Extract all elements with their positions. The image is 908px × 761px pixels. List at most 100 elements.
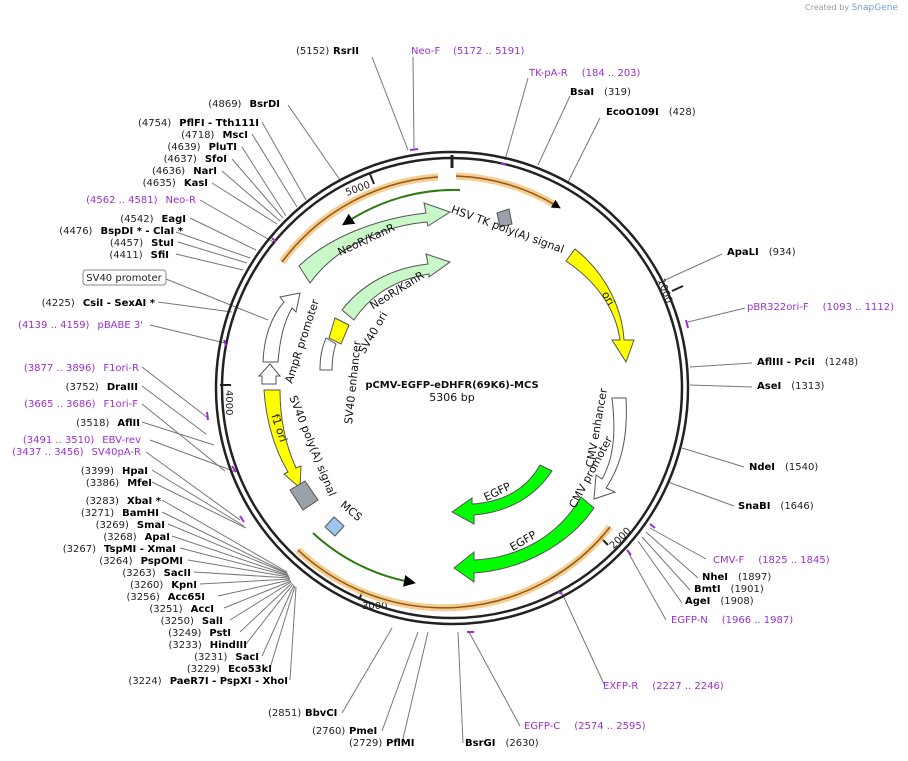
primer-range-tk-pa-r: (184 .. 203) — [582, 68, 641, 79]
enzyme-ndei: NdeI — [749, 462, 775, 473]
neo-kanr-outer-arrow — [298, 202, 452, 284]
primer-neo-f: Neo-F — [411, 46, 441, 57]
primer-pbabe-3: pBABE 3' — [97, 320, 143, 331]
primer-range-f1ori-r: (3877 .. 3896) — [24, 363, 96, 374]
enzyme-pspomi: PspOMI — [141, 556, 183, 567]
cmv-arrow — [593, 397, 627, 500]
neo-kanr-inner-arrow — [341, 253, 452, 321]
enzyme-rsrii: RsrII — [333, 46, 359, 57]
enzyme-pos-agei: (1908) — [720, 596, 753, 607]
primer-range-sv40pa-r: (3437 .. 3456) — [12, 447, 84, 458]
enzyme-pos-ecoo109i: (428) — [669, 107, 696, 118]
sv40-polya-box — [289, 480, 319, 511]
enzyme-apali: ApaLI — [727, 247, 759, 258]
enzyme-sali: SalI — [202, 616, 223, 627]
enzyme-pos-psti: (3249) — [168, 628, 201, 639]
enzyme-ecoo109i: EcoO109I — [606, 107, 659, 118]
snapgene-credit: Created by SnapGene — [805, 3, 898, 13]
ori-arrow — [565, 248, 635, 364]
primer-range-ebv-rev: (3491 .. 3510) — [23, 435, 95, 446]
feature-label-ori: ori — [599, 289, 617, 308]
enzyme-kpni: KpnI — [171, 580, 197, 591]
primer-range-neo-f: (5172 .. 5191) — [453, 46, 525, 57]
enzyme-asei: AseI — [757, 381, 781, 392]
primer-neo-r: Neo-R — [166, 195, 197, 206]
enzyme-eagi: EagI — [162, 214, 186, 225]
enzyme-pos-sali: (3250) — [161, 616, 194, 627]
enzyme-xbai: XbaI * — [127, 496, 162, 507]
leader-lines — [141, 56, 753, 744]
enzyme-mfei: MfeI — [127, 478, 152, 489]
primer-egfp-c: EGFP-C — [524, 721, 560, 732]
enzyme-pmei: PmeI — [349, 726, 377, 737]
enzyme-pos-saci: (3231) — [194, 652, 227, 663]
enzyme-msci: MscI — [222, 130, 248, 141]
enzyme-pos-acc65i: (3256) — [127, 592, 160, 603]
enzyme-pos-pflfi-tth111i: (4754) — [138, 118, 171, 129]
enzyme-pos-kpni: (3260) — [130, 580, 163, 591]
primer-f1ori-f: F1ori-F — [104, 399, 139, 410]
enzyme-pos-tspmi-xmai: (3267) — [63, 544, 96, 555]
enzyme-nhei: NheI — [702, 572, 728, 583]
ampr-promoter-small — [257, 363, 282, 385]
enzyme-hpai: HpaI — [122, 466, 148, 477]
enzyme-pos-nari: (4636) — [152, 166, 185, 177]
enzyme-pos-aflii: (3518) — [76, 418, 109, 429]
enzyme-pos-bspdi-clai: (4476) — [59, 226, 92, 237]
egfp-outer-arrow — [453, 496, 595, 583]
enzyme-pos-msci: (4718) — [181, 130, 214, 141]
enzyme-pos-sacii: (3263) — [122, 568, 155, 579]
enzyme-draiii: DraIII — [107, 382, 138, 393]
sv40-promoter-text: SV40 promoter — [86, 273, 162, 284]
enzyme-pos-bbvci: (2851) — [268, 708, 301, 719]
enzyme-bsrgi: BsrGI — [465, 738, 495, 749]
enzyme-sacii: SacII — [164, 568, 191, 579]
tick-label-1000: 1000 — [655, 277, 674, 305]
enzyme-smai: SmaI — [137, 520, 165, 531]
sv40-ori-box — [328, 317, 350, 345]
tick-label-4000: 4000 — [223, 390, 234, 415]
enzyme-sfoi: SfoI — [205, 154, 227, 165]
enzyme-pos-apai: (3268) — [103, 532, 136, 543]
orf-arcs — [279, 172, 613, 612]
enzyme-pos-kasi: (4635) — [143, 178, 176, 189]
primer-range-neo-r: (4562 .. 4581) — [86, 195, 158, 206]
plasmid-name: pCMV-EGFP-eDHFR(69K6)-MCS — [365, 380, 538, 391]
enzyme-sfii: SfiI — [151, 250, 169, 261]
enzyme-pos-hindiii: (3233) — [168, 640, 201, 651]
feature-label-sv40-enhancer: SV40 enhancer — [342, 340, 364, 425]
enzyme-paer7i-pspxi-xhoi: PaeR7I - PspXI - XhoI — [170, 676, 288, 687]
enzyme-pos-hpai: (3399) — [81, 466, 114, 477]
primer-range-cmv-f: (1825 .. 1845) — [758, 555, 830, 566]
enzyme-bsrdi: BsrDI — [249, 99, 280, 110]
enzyme-acc65i: Acc65I — [168, 592, 205, 603]
enzyme-pos-bsrgi: (2630) — [505, 738, 538, 749]
enzyme-pos-afliii-pcii: (1248) — [825, 357, 858, 368]
enzyme-pos-bamhi: (3271) — [81, 508, 114, 519]
enzyme-pluti: PluTI — [209, 142, 237, 153]
enzyme-pflfi-tth111i: PflFI - Tth111I — [179, 118, 259, 129]
enzyme-pos-bsrdi: (4869) — [208, 99, 241, 110]
enzyme-pos-bmti: (1901) — [731, 584, 764, 595]
ampr-promoter-arrow — [262, 292, 301, 363]
primer-exfp-r: EXFP-R — [603, 681, 638, 692]
enzyme-pos-paer7i-pspxi-xhoi: (3224) — [128, 676, 161, 687]
enzyme-pos-sfoi: (4637) — [164, 154, 197, 165]
primer-egfp-n: EGFP-N — [671, 615, 708, 626]
enzyme-pos-xbai: (3283) — [86, 496, 119, 507]
enzyme-pos-ndei: (1540) — [785, 462, 818, 473]
enzyme-psti: PstI — [209, 628, 231, 639]
enzyme-hindiii: HindIII — [210, 640, 247, 651]
enzyme-pos-eco53ki: (3229) — [187, 664, 220, 675]
primer-sv40pa-r: SV40pA-R — [92, 447, 141, 458]
enzyme-acci: AccI — [191, 604, 214, 615]
primer-ebv-rev: EBV-rev — [102, 435, 141, 446]
primer-range-egfp-n: (1966 .. 1987) — [722, 615, 794, 626]
tick-label-3000: 3000 — [362, 601, 387, 612]
enzyme-stui: StuI — [151, 238, 174, 249]
enzyme-eco53ki: Eco53kI — [228, 664, 272, 675]
feature-label-mcs: MCS — [338, 498, 365, 523]
enzyme-pos-apali: (934) — [769, 247, 796, 258]
enzyme-apai: ApaI — [145, 532, 170, 543]
primer-f1ori-r: F1ori-R — [103, 363, 139, 374]
